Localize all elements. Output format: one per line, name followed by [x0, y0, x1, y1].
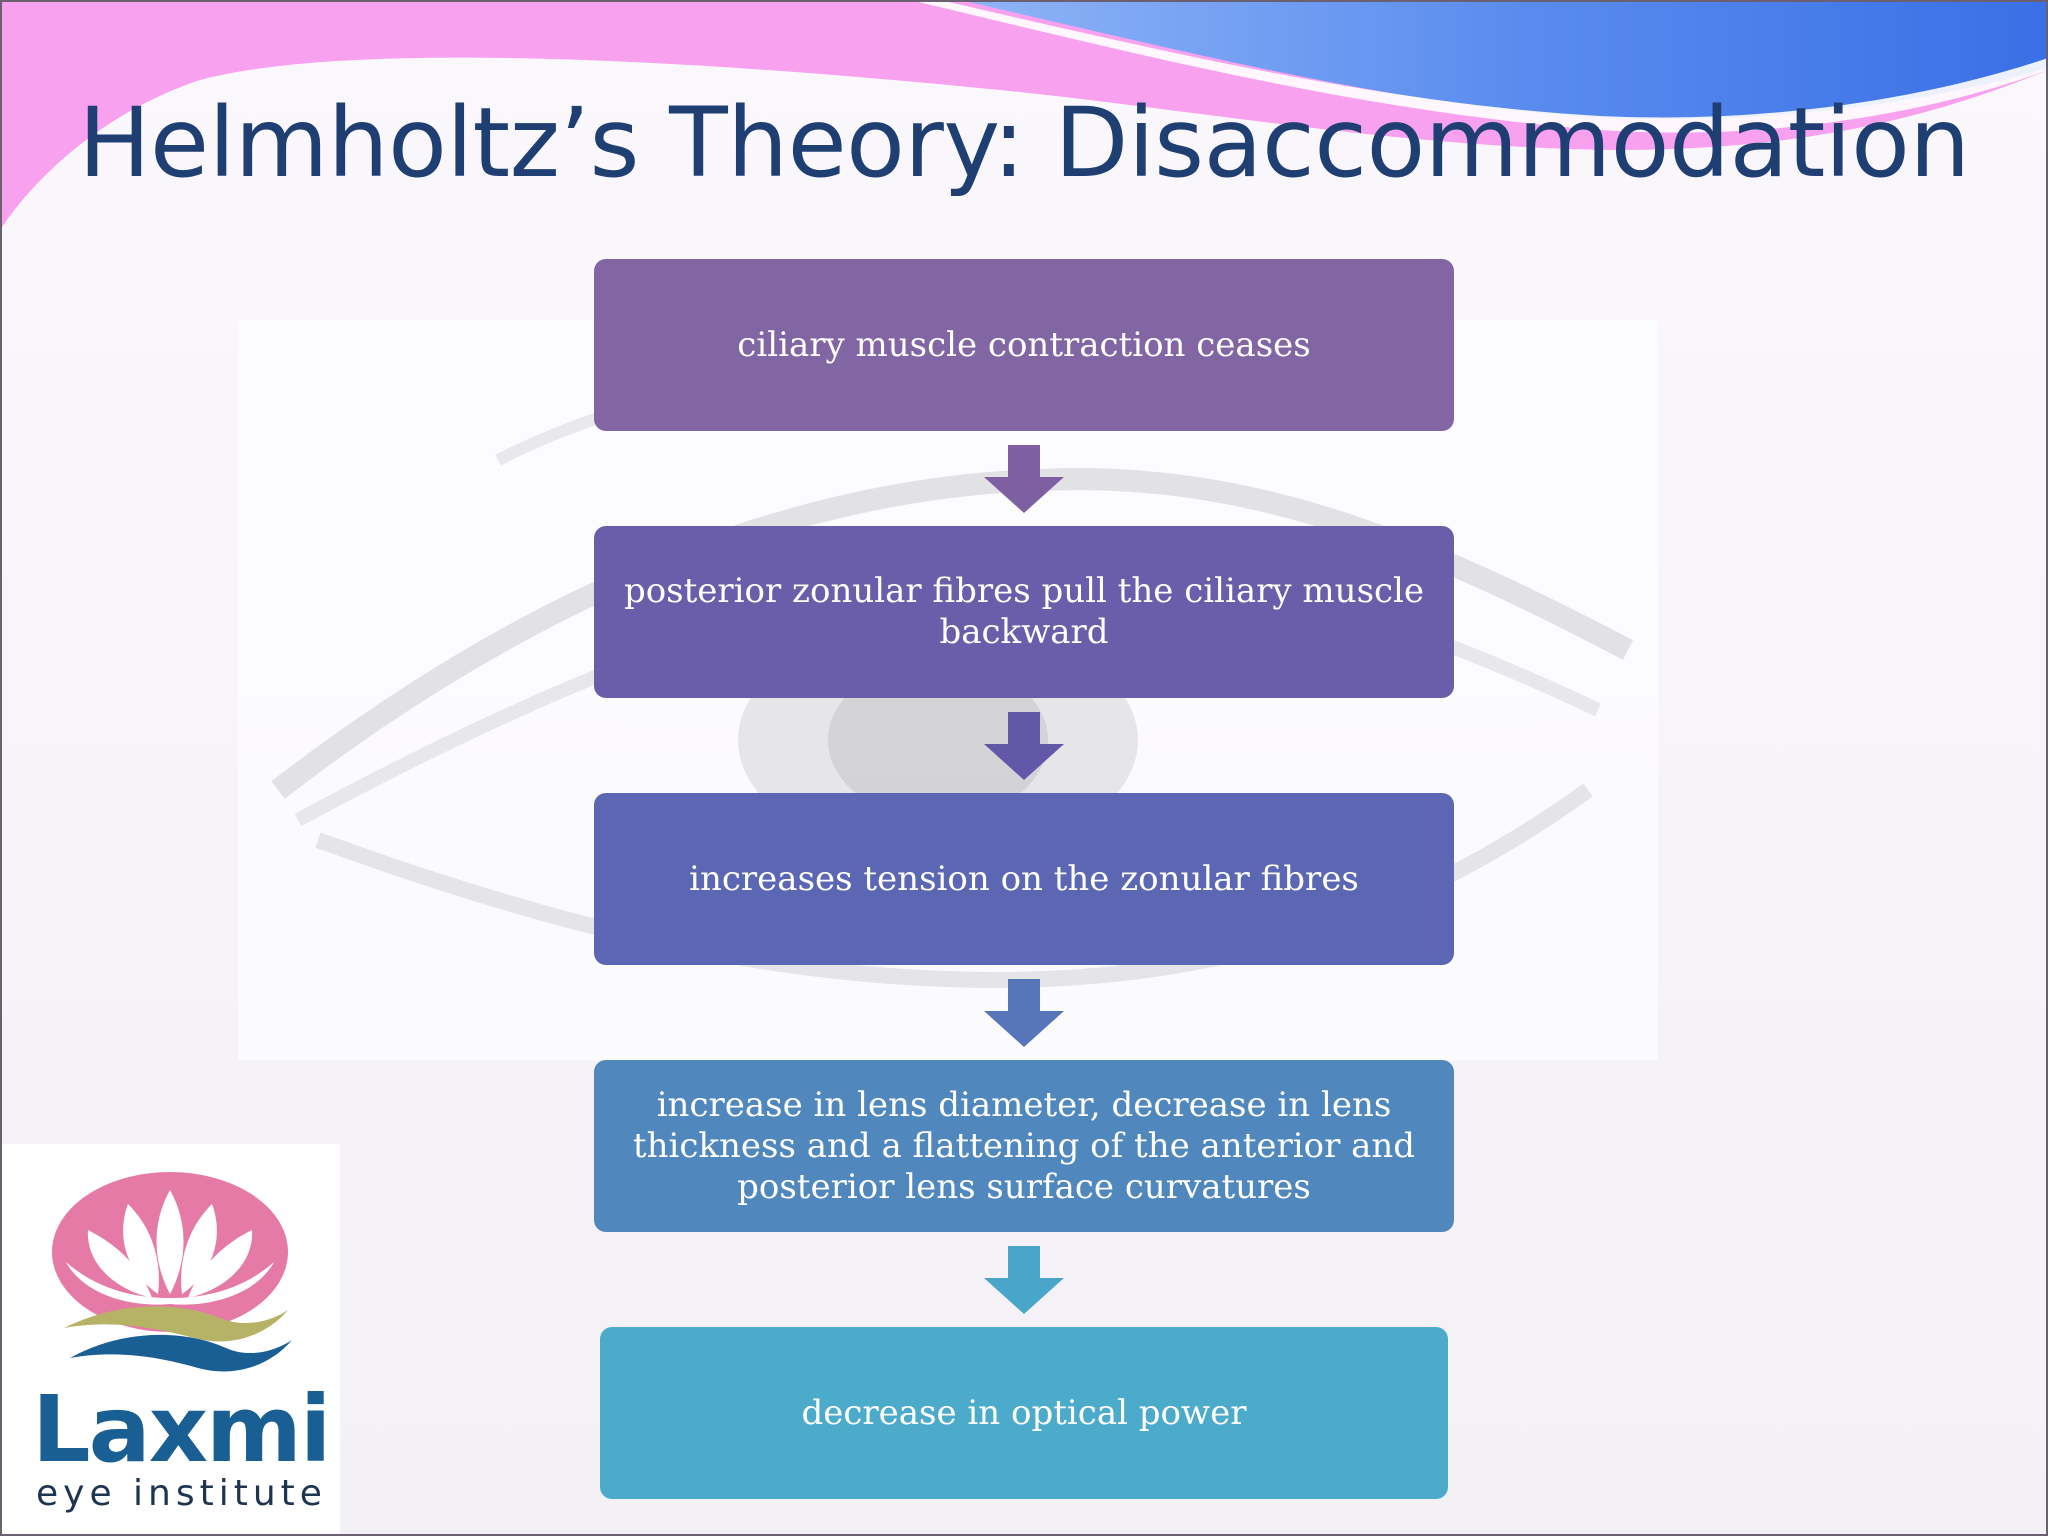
logo-subtitle-text: eye institute	[36, 1473, 327, 1514]
flow-step-2: posterior zonular fibres pull the ciliar…	[594, 526, 1454, 698]
flow-step-4: increase in lens diameter, decrease in l…	[594, 1060, 1454, 1232]
lotus-logo-icon	[52, 1172, 292, 1372]
logo-name-text: Laxmi	[32, 1376, 331, 1483]
flow-step-5: decrease in optical power	[600, 1327, 1448, 1499]
down-arrow-icon	[984, 445, 1064, 513]
flow-step-3: increases tension on the zonular fibres	[594, 793, 1454, 965]
flow-step-1: ciliary muscle contraction ceases	[594, 259, 1454, 431]
down-arrow-icon	[984, 979, 1064, 1047]
down-arrow-icon	[984, 712, 1064, 780]
down-arrow-icon	[984, 1246, 1064, 1314]
header-swoosh-decoration	[0, 0, 2048, 230]
laxmi-logo	[0, 1144, 340, 1536]
slide-title: Helmholtz’s Theory: Disaccommodation	[78, 87, 1970, 199]
